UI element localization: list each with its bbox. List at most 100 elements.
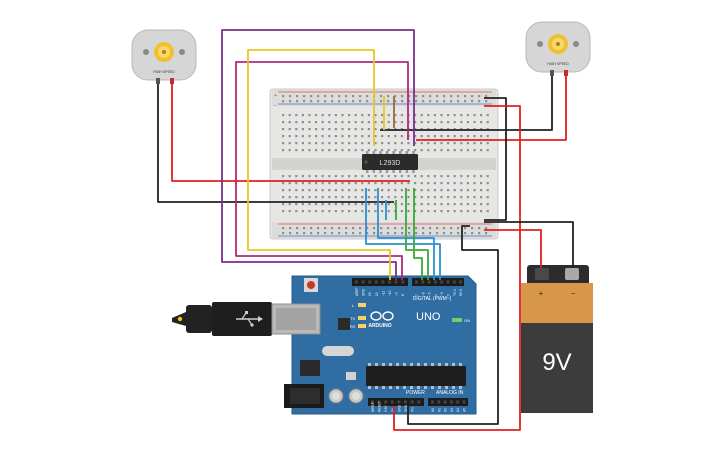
breadboard-hole[interactable] xyxy=(367,114,370,117)
breadboard-hole[interactable] xyxy=(466,210,469,213)
breadboard-hole[interactable] xyxy=(301,114,304,117)
breadboard-hole[interactable] xyxy=(331,232,334,235)
breadboard-hole[interactable] xyxy=(414,189,417,192)
breadboard-hole[interactable] xyxy=(440,149,443,152)
breadboard-hole[interactable] xyxy=(457,227,460,230)
breadboard-hole[interactable] xyxy=(334,182,337,185)
breadboard-hole[interactable] xyxy=(289,100,292,103)
breadboard-hole[interactable] xyxy=(338,100,341,103)
breadboard-hole[interactable] xyxy=(387,135,390,138)
breadboard-hole[interactable] xyxy=(334,128,337,131)
breadboard-hole[interactable] xyxy=(380,227,383,230)
breadboard-hole[interactable] xyxy=(381,135,384,138)
breadboard-hole[interactable] xyxy=(308,189,311,192)
breadboard-hole[interactable] xyxy=(361,149,364,152)
breadboard-hole[interactable] xyxy=(324,232,327,235)
breadboard-hole[interactable] xyxy=(315,203,318,206)
breadboard-hole[interactable] xyxy=(464,95,467,98)
breadboard-hole[interactable] xyxy=(480,142,483,145)
breadboard-hole[interactable] xyxy=(295,149,298,152)
breadboard-hole[interactable] xyxy=(473,182,476,185)
breadboard-hole[interactable] xyxy=(440,210,443,213)
breadboard-hole[interactable] xyxy=(295,210,298,213)
header-pin[interactable] xyxy=(355,280,358,284)
breadboard-hole[interactable] xyxy=(334,189,337,192)
breadboard-hole[interactable] xyxy=(466,203,469,206)
breadboard-hole[interactable] xyxy=(328,121,331,124)
breadboard-hole[interactable] xyxy=(420,175,423,178)
breadboard-hole[interactable] xyxy=(321,149,324,152)
breadboard-hole[interactable] xyxy=(381,121,384,124)
breadboard-hole[interactable] xyxy=(296,100,299,103)
breadboard-hole[interactable] xyxy=(408,100,411,103)
header-pin[interactable] xyxy=(427,280,431,284)
breadboard-hole[interactable] xyxy=(381,210,384,213)
breadboard-hole[interactable] xyxy=(288,114,291,117)
breadboard-hole[interactable] xyxy=(381,149,384,152)
breadboard-hole[interactable] xyxy=(466,114,469,117)
breadboard-hole[interactable] xyxy=(301,149,304,152)
breadboard-hole[interactable] xyxy=(440,189,443,192)
header-pin[interactable] xyxy=(394,280,398,284)
breadboard-hole[interactable] xyxy=(453,196,456,199)
breadboard-hole[interactable] xyxy=(341,142,344,145)
breadboard-hole[interactable] xyxy=(359,100,362,103)
breadboard-hole[interactable] xyxy=(354,210,357,213)
breadboard-hole[interactable] xyxy=(473,121,476,124)
breadboard-hole[interactable] xyxy=(420,196,423,199)
header-pin[interactable] xyxy=(437,400,441,404)
breadboard-hole[interactable] xyxy=(453,149,456,152)
breadboard-hole[interactable] xyxy=(486,175,489,178)
breadboard-hole[interactable] xyxy=(429,227,432,230)
breadboard-hole[interactable] xyxy=(453,175,456,178)
breadboard-hole[interactable] xyxy=(348,196,351,199)
breadboard-hole[interactable] xyxy=(328,182,331,185)
breadboard-hole[interactable] xyxy=(345,95,348,98)
breadboard-hole[interactable] xyxy=(282,128,285,131)
breadboard-hole[interactable] xyxy=(486,142,489,145)
breadboard-hole[interactable] xyxy=(295,142,298,145)
breadboard-hole[interactable] xyxy=(341,149,344,152)
breadboard-hole[interactable] xyxy=(367,121,370,124)
breadboard-hole[interactable] xyxy=(301,121,304,124)
breadboard-hole[interactable] xyxy=(338,95,341,98)
breadboard-hole[interactable] xyxy=(414,182,417,185)
breadboard-hole[interactable] xyxy=(473,196,476,199)
breadboard-hole[interactable] xyxy=(367,175,370,178)
breadboard-hole[interactable] xyxy=(486,182,489,185)
breadboard-hole[interactable] xyxy=(361,203,364,206)
breadboard-hole[interactable] xyxy=(295,196,298,199)
breadboard-hole[interactable] xyxy=(478,227,481,230)
breadboard-hole[interactable] xyxy=(282,175,285,178)
breadboard-hole[interactable] xyxy=(301,182,304,185)
breadboard-hole[interactable] xyxy=(407,189,410,192)
breadboard-hole[interactable] xyxy=(282,135,285,138)
breadboard-hole[interactable] xyxy=(367,149,370,152)
breadboard-hole[interactable] xyxy=(464,232,467,235)
breadboard-hole[interactable] xyxy=(367,182,370,185)
breadboard-hole[interactable] xyxy=(301,142,304,145)
breadboard-hole[interactable] xyxy=(308,128,311,131)
breadboard-hole[interactable] xyxy=(450,100,453,103)
header-pin[interactable] xyxy=(368,280,372,284)
breadboard-hole[interactable] xyxy=(321,175,324,178)
breadboard-hole[interactable] xyxy=(460,203,463,206)
breadboard-hole[interactable] xyxy=(486,189,489,192)
breadboard-hole[interactable] xyxy=(394,114,397,117)
breadboard-hole[interactable] xyxy=(422,232,425,235)
breadboard-hole[interactable] xyxy=(453,210,456,213)
breadboard-hole[interactable] xyxy=(485,227,488,230)
breadboard-hole[interactable] xyxy=(361,121,364,124)
breadboard-hole[interactable] xyxy=(485,95,488,98)
header-pin[interactable] xyxy=(388,280,391,284)
breadboard-hole[interactable] xyxy=(301,175,304,178)
breadboard-hole[interactable] xyxy=(380,232,383,235)
breadboard-hole[interactable] xyxy=(282,100,285,103)
breadboard-hole[interactable] xyxy=(380,100,383,103)
header-pin[interactable] xyxy=(397,400,401,404)
breadboard-hole[interactable] xyxy=(317,100,320,103)
breadboard-hole[interactable] xyxy=(486,196,489,199)
breadboard-hole[interactable] xyxy=(341,189,344,192)
breadboard-hole[interactable] xyxy=(288,175,291,178)
breadboard-hole[interactable] xyxy=(427,135,430,138)
